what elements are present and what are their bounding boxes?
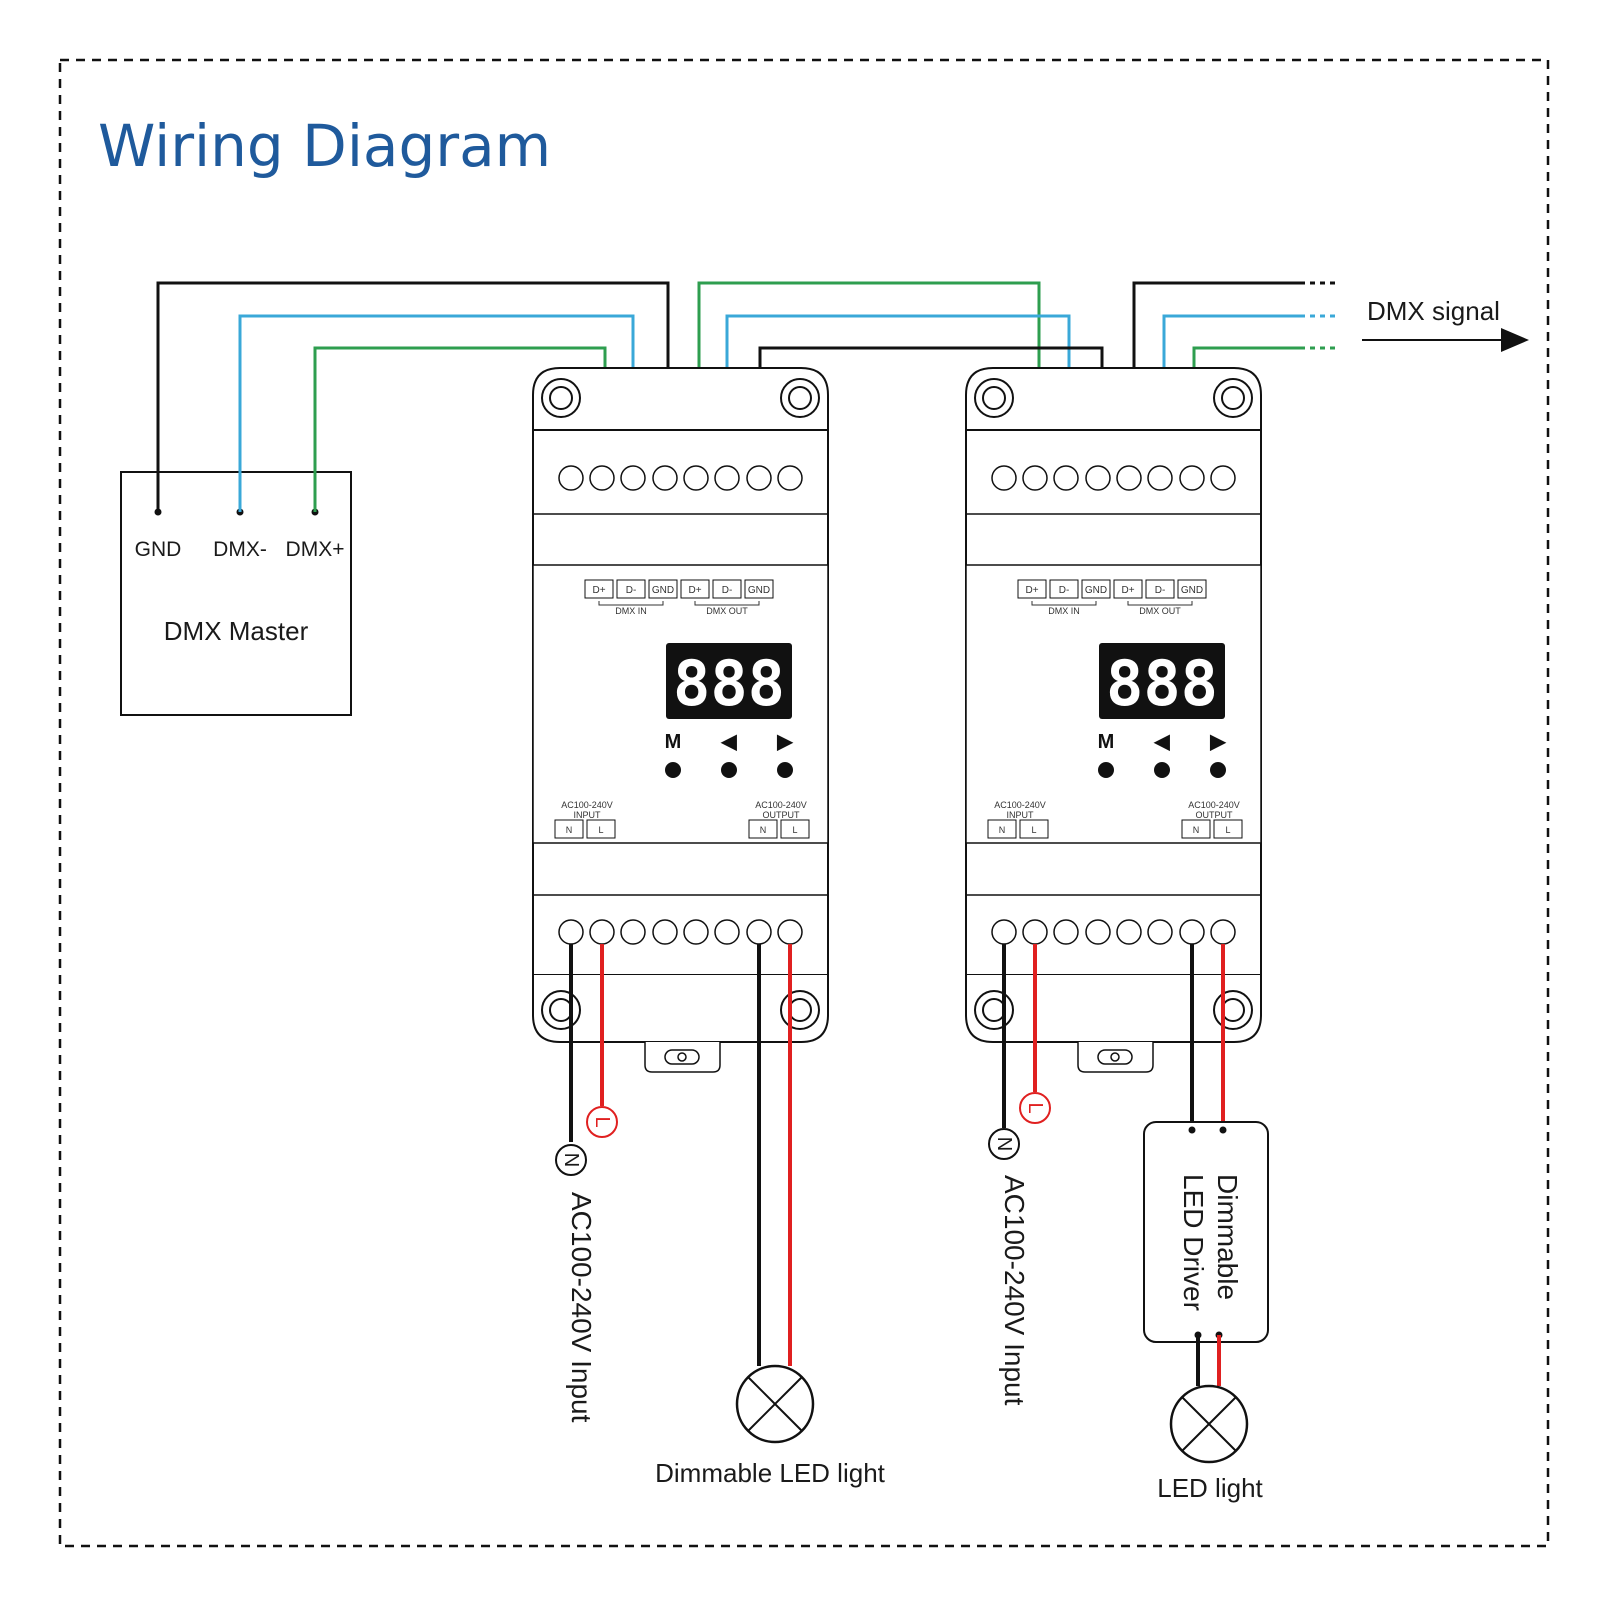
d1-mode-button[interactable] (665, 762, 681, 778)
d2-left-label: ◀ (1153, 731, 1170, 753)
d2-input-l: L (1031, 825, 1036, 835)
driver-to-lamp-wires (1196, 1335, 1221, 1386)
d1-output-n: N (760, 825, 767, 835)
d2-output-n: N (1193, 825, 1200, 835)
led-lamp (1169, 1384, 1249, 1464)
d2-input-label: AC100-240V (994, 800, 1046, 810)
d1-left-label: ◀ (720, 731, 737, 753)
dimmable-led-light-label: Dimmable LED light (655, 1458, 886, 1488)
d1-right-button[interactable] (777, 762, 793, 778)
device1-power-wiring (569, 944, 792, 1366)
d1-seven-segment-display (666, 643, 792, 719)
driver-label-line1: Dimmable (1212, 1174, 1243, 1300)
device2-power-wiring (1002, 944, 1225, 1128)
dimmable-led-lamp (735, 1364, 815, 1444)
d2-dmx-out-label: DMX OUT (1139, 606, 1181, 616)
d1-mode-label: M (665, 731, 682, 753)
d1-ac-input-label: AC100-240V Input (566, 1192, 597, 1423)
d2-display-value: 888 (1106, 647, 1218, 720)
dimmable-led-driver: Dimmable LED Driver (1143, 1121, 1269, 1343)
d1-dmx-in-label: DMX IN (615, 606, 647, 616)
d2-mode-button[interactable] (1098, 762, 1114, 778)
dmx-signal-label: DMX signal (1367, 296, 1500, 326)
dmx-dimmer-device-2: D+ D- GND D+ D- GND DMX IN DMX OUT 888 M… (965, 367, 1262, 1073)
d1-right-label: ▶ (776, 731, 794, 753)
d2-out-gnd: GND (1181, 585, 1203, 596)
d2-out-dminus: D- (1155, 585, 1166, 596)
d2-n-text: N (993, 1137, 1015, 1151)
led-light-label: LED light (1157, 1473, 1263, 1503)
d2-seven-segment-display (1099, 643, 1225, 719)
d2-neutral-marker: N (988, 1128, 1020, 1160)
master-terminal-dmx-plus: DMX+ (286, 538, 345, 561)
d1-left-button[interactable] (721, 762, 737, 778)
d1-output-sub: OUTPUT (763, 810, 801, 820)
d2-in-dminus: D- (1059, 585, 1070, 596)
d2-left-button[interactable] (1154, 762, 1170, 778)
d2-input-n: N (999, 825, 1006, 835)
d2-right-label: ▶ (1209, 731, 1227, 753)
d1-n-text: N (560, 1153, 582, 1167)
d1-out-gnd: GND (748, 585, 770, 596)
d2-output-l: L (1225, 825, 1230, 835)
page-title: Wiring Diagram (98, 112, 551, 180)
d2-l-text: L (1024, 1102, 1046, 1113)
d2-right-button[interactable] (1210, 762, 1226, 778)
d1-in-dminus: D- (626, 585, 637, 596)
d1-in-gnd: GND (652, 585, 674, 596)
d1-display-value: 888 (673, 647, 785, 720)
d2-input-sub: INPUT (1007, 810, 1035, 820)
d1-l-text: L (591, 1116, 613, 1127)
d2-in-dplus: D+ (1025, 585, 1038, 596)
d2-dmx-in-label: DMX IN (1048, 606, 1080, 616)
dmx-master: GND DMX- DMX+ DMX Master (120, 471, 352, 716)
d1-live-marker: L (586, 1106, 618, 1138)
d2-live-marker: L (1019, 1092, 1051, 1124)
d2-ac-input-label: AC100-240V Input (999, 1175, 1030, 1406)
d1-input-l: L (598, 825, 603, 835)
driver-label-line2: LED Driver (1178, 1174, 1209, 1311)
d2-mode-label: M (1098, 731, 1115, 753)
dashed-border (58, 58, 1550, 1548)
master-terminal-dmx-minus: DMX- (213, 538, 267, 561)
master-name: DMX Master (164, 616, 309, 646)
d1-out-dminus: D- (722, 585, 733, 596)
d1-input-n: N (566, 825, 573, 835)
d2-in-gnd: GND (1085, 585, 1107, 596)
d2-output-label: AC100-240V (1188, 800, 1240, 810)
master-terminal-gnd: GND (135, 538, 182, 561)
d1-dmx-out-label: DMX OUT (706, 606, 748, 616)
d1-output-l: L (792, 825, 797, 835)
d1-input-label: AC100-240V (561, 800, 613, 810)
d1-neutral-marker: N (555, 1144, 587, 1176)
d2-output-sub: OUTPUT (1196, 810, 1234, 820)
d1-in-dplus: D+ (592, 585, 605, 596)
d1-output-label: AC100-240V (755, 800, 807, 810)
dmx-dimmer-device-1: D+ D- GND D+ D- GND DMX IN DMX OUT 888 M… (532, 367, 829, 1073)
d1-out-dplus: D+ (688, 585, 701, 596)
d2-out-dplus: D+ (1121, 585, 1134, 596)
d1-input-sub: INPUT (574, 810, 602, 820)
